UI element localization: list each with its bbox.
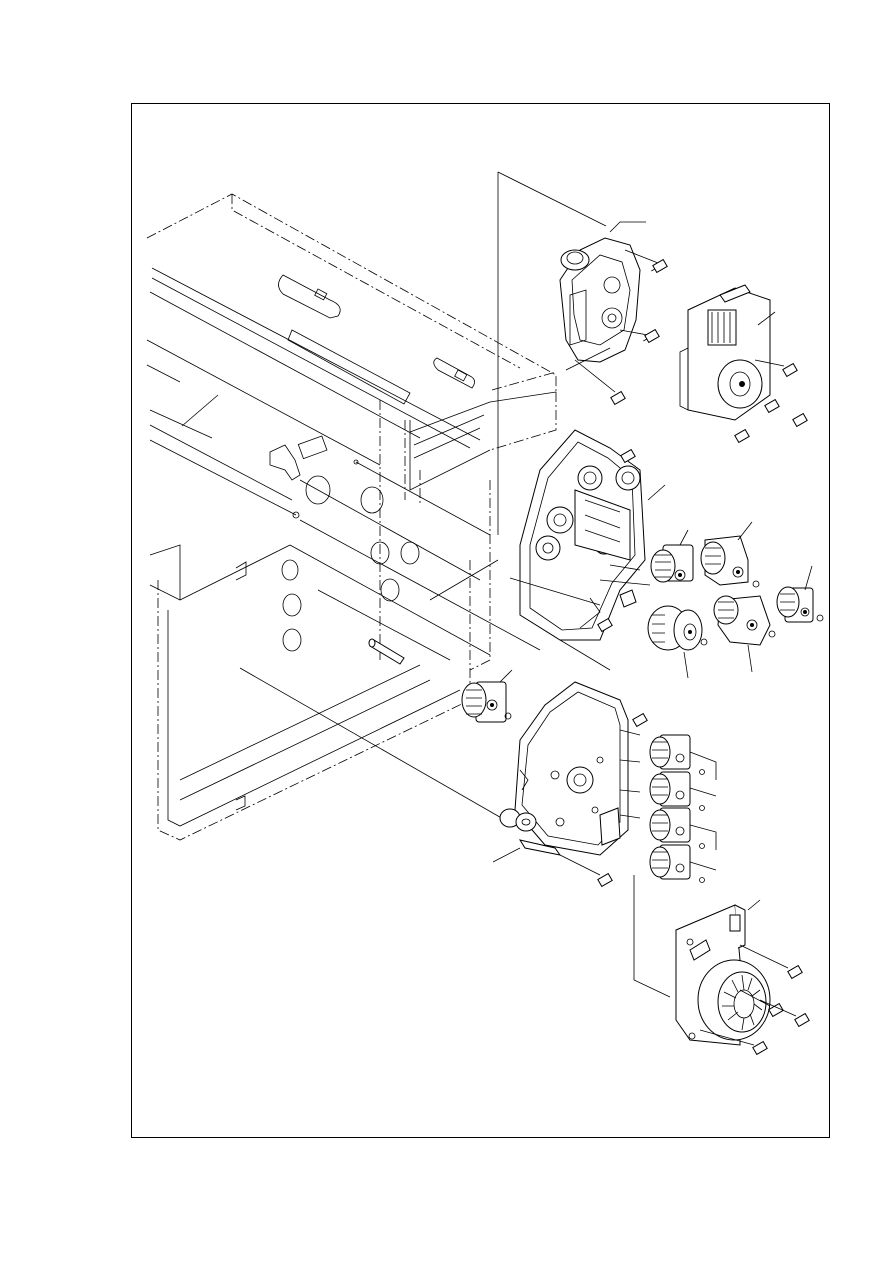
upper-motor-bracket <box>679 284 785 421</box>
stacked-clutch-units <box>649 734 717 883</box>
clutch-unit-3 <box>776 565 824 623</box>
middle-gear-plate-assembly <box>509 429 666 641</box>
screw-lower-1 <box>632 712 648 728</box>
lower-motor-bracket <box>675 899 771 1046</box>
screw-lower-2 <box>597 872 613 888</box>
screw-middle-top <box>620 448 636 464</box>
clutch-unit-1 <box>650 529 694 583</box>
screws-lower-motor <box>699 944 810 1056</box>
main-frame <box>146 193 557 841</box>
gear-pulley <box>647 605 708 679</box>
clutch-unit-4 <box>713 595 776 673</box>
clutch-unit-2 <box>700 521 760 588</box>
left-gear-unit <box>461 669 513 723</box>
lower-drive-plate-assembly <box>492 681 641 863</box>
screws-upper <box>610 258 808 444</box>
figure-frame <box>131 103 830 1138</box>
upper-gear-plate-assembly <box>559 221 659 393</box>
shaft <box>368 638 405 665</box>
screw-middle <box>597 617 613 633</box>
screw-leader-lower <box>559 854 601 876</box>
